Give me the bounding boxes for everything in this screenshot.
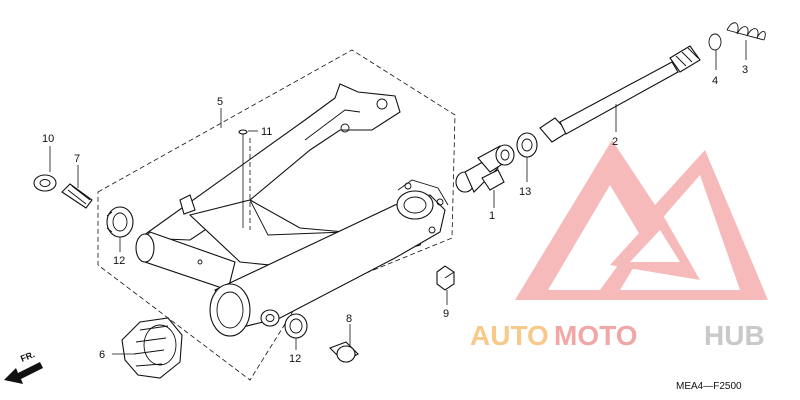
callout-3: 3 <box>742 64 748 76</box>
boot-6 <box>112 317 183 379</box>
watermark-logo <box>515 140 768 300</box>
callout-13: 13 <box>519 186 531 198</box>
front-direction-arrow: FR. <box>4 349 43 384</box>
nut-10 <box>33 146 57 192</box>
drawing-code: MEA4—F2500 <box>676 381 742 392</box>
bearing-12-left <box>106 206 134 252</box>
callout-9: 9 <box>443 308 449 320</box>
swingarm <box>135 83 449 337</box>
cap-nut-9 <box>436 265 455 305</box>
callout-2: 2 <box>612 136 618 148</box>
callout-7: 7 <box>74 153 80 165</box>
callout-5: 5 <box>217 96 223 108</box>
bearing-12-right <box>284 313 308 350</box>
circlip-4 <box>708 33 722 70</box>
front-direction-label: FR. <box>19 349 36 364</box>
swingarm-assembly-outline <box>97 49 456 381</box>
callout-12-right: 12 <box>289 353 301 365</box>
pivot-bolt-8 <box>329 324 359 363</box>
watermark-text-moto: MOTO <box>554 320 637 351</box>
callout-1: 1 <box>489 210 495 222</box>
callout-11: 11 <box>261 126 272 138</box>
adjusting-bolt-7 <box>61 165 93 209</box>
spring-3 <box>726 22 766 60</box>
bolt-11 <box>238 129 258 230</box>
watermark-wordmark: AUTO MOTO HUB <box>470 320 765 351</box>
callout-12-left: 12 <box>113 255 125 267</box>
ring-13 <box>516 132 538 182</box>
callout-4: 4 <box>712 75 718 87</box>
universal-joint-1 <box>455 144 515 208</box>
callouts: 1 2 3 4 5 6 7 8 9 10 11 12 12 13 <box>42 64 748 365</box>
callout-6: 6 <box>99 349 105 361</box>
drive-shaft-2 <box>539 45 701 143</box>
watermark-text-hub: HUB <box>704 320 765 351</box>
callout-10: 10 <box>42 133 54 145</box>
watermark-text-auto: AUTO <box>470 320 549 351</box>
callout-8: 8 <box>346 313 352 325</box>
